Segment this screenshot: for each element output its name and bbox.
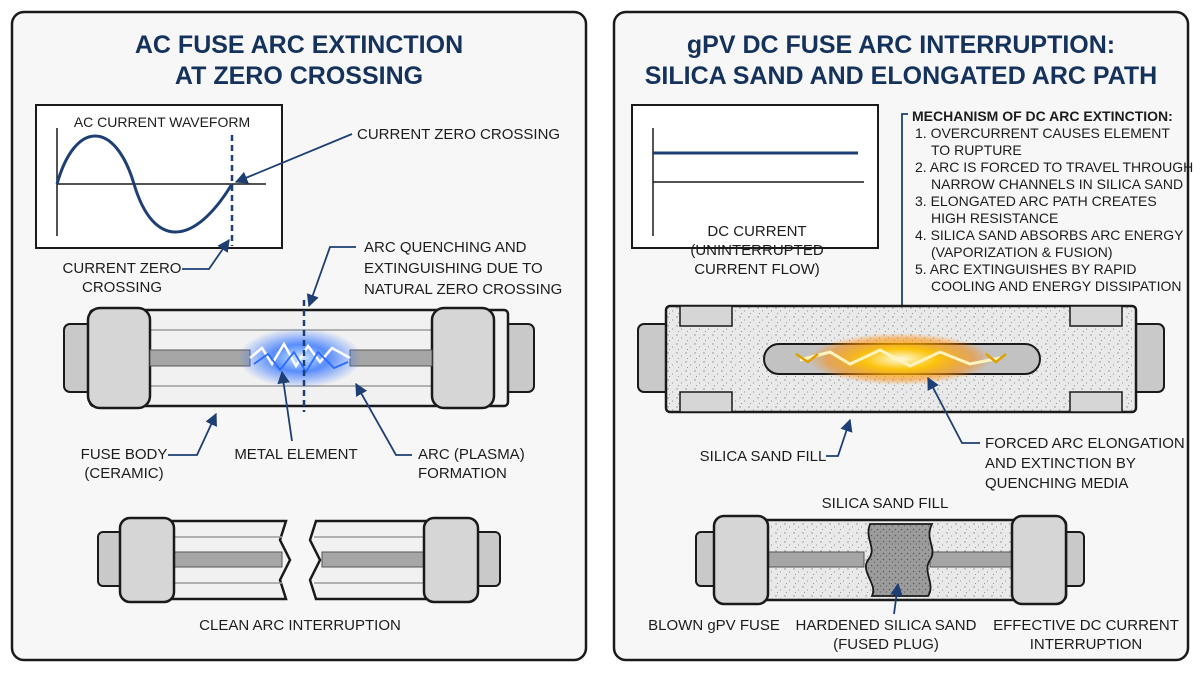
fuse-body-label-1: FUSE BODY xyxy=(81,446,168,463)
dc-label-3: CURRENT FLOW) xyxy=(694,261,820,278)
quench-label-1: ARC QUENCHING AND xyxy=(364,239,527,256)
metal-element-label: METAL ELEMENT xyxy=(234,446,357,463)
dc-label-1: DC CURRENT xyxy=(707,223,806,240)
left-title-line2: AT ZERO CROSSING xyxy=(175,62,423,90)
hardened-label-2: (FUSED PLUG) xyxy=(833,636,939,653)
ac-sine-wave xyxy=(55,134,234,234)
metal-element-right xyxy=(349,349,433,367)
mechanism-line: (VAPORIZATION & FUSION) xyxy=(931,244,1113,260)
ac-waveform-title: AC CURRENT WAVEFORM xyxy=(74,114,250,130)
arc-label-2: FORMATION xyxy=(418,465,507,482)
left-title-line1: AC FUSE ARC EXTINCTION xyxy=(135,31,463,59)
dc-fuse xyxy=(637,304,1165,414)
ac-arc-bolt-2 xyxy=(253,350,349,374)
mechanism-line: 4. SILICA SAND ABSORBS ARC ENERGY xyxy=(915,227,1184,243)
dc-waveform-graph xyxy=(631,104,879,249)
mechanism-line: NARROW CHANNELS IN SILICA SAND xyxy=(931,176,1183,192)
zero-crossing-leader-left xyxy=(182,238,230,270)
ac-fuse xyxy=(63,300,535,412)
forced-label-2: AND EXTINCTION BY xyxy=(985,455,1136,472)
forced-label-1: FORCED ARC ELONGATION xyxy=(985,435,1185,452)
zero-crossing-label-left-2: CROSSING xyxy=(82,279,162,296)
mechanism-line: HIGH RESISTANCE xyxy=(931,210,1058,226)
zero-crossing-label-right: CURRENT ZERO CROSSING xyxy=(357,126,560,143)
mechanism-line: 1. OVERCURRENT CAUSES ELEMENT xyxy=(915,125,1170,141)
right-title-line1: gPV DC FUSE ARC INTERRUPTION: xyxy=(687,31,1115,59)
right-title-line2: SILICA SAND AND ELONGATED ARC PATH xyxy=(645,62,1158,90)
blown-fuse-label: BLOWN gPV FUSE xyxy=(648,617,780,634)
sand-fill-leader xyxy=(826,418,853,457)
mechanism-title: MECHANISM OF DC ARC EXTINCTION: xyxy=(912,108,1173,124)
arc-label-1: ARC (PLASMA) xyxy=(418,446,525,463)
quench-leader xyxy=(306,246,356,308)
ac-arc-bolt xyxy=(249,341,351,369)
zero-crossing-label-left-1: CURRENT ZERO xyxy=(63,260,182,277)
mechanism-line: TO RUPTURE xyxy=(931,142,1022,158)
ac-fuse-cap-right xyxy=(430,306,496,410)
sand-fill-label: SILICA SAND FILL xyxy=(700,448,827,465)
ac-fuse-broken xyxy=(97,516,501,604)
mechanism-list: 1. OVERCURRENT CAUSES ELEMENT TO RUPTURE… xyxy=(915,125,1193,294)
forced-label-3: QUENCHING MEDIA xyxy=(985,475,1128,492)
arc-leader xyxy=(355,382,412,456)
dc-label-2: (UNINTERRUPTED xyxy=(690,242,823,259)
metal-element-left xyxy=(149,349,251,367)
effective-label-2: INTERRUPTION xyxy=(1030,636,1143,653)
hardened-label-1: HARDENED SILICA SAND xyxy=(796,617,977,634)
mechanism-line: 3. ELONGATED ARC PATH CREATES xyxy=(915,193,1157,209)
forced-leader xyxy=(927,376,980,444)
zero-crossing-leader-right xyxy=(234,133,353,184)
mechanism-leader xyxy=(895,113,909,344)
ac-fuse-cap-left xyxy=(86,306,152,410)
metal-element-leader xyxy=(277,370,293,442)
clean-interruption-label: CLEAN ARC INTERRUPTION xyxy=(199,617,401,634)
fused-plug xyxy=(865,523,934,597)
fuse-body-label-2: (CERAMIC) xyxy=(84,465,163,482)
hardened-leader xyxy=(890,582,903,615)
fuse-body-leader xyxy=(168,412,217,456)
dc-arc-core xyxy=(799,348,1001,368)
ac-waveform-graph: AC CURRENT WAVEFORM xyxy=(35,104,283,249)
quench-label-3: NATURAL ZERO CROSSING xyxy=(364,281,562,298)
effective-label-1: EFFECTIVE DC CURRENT xyxy=(993,617,1179,634)
mechanism-line: 5. ARC EXTINGUISHES BY RAPID xyxy=(915,261,1136,277)
quench-label-2: EXTINGUISHING DUE TO xyxy=(364,260,543,277)
mechanism-line: COOLING AND ENERGY DISSIPATION xyxy=(931,278,1182,294)
blown-gpv-fuse xyxy=(695,514,1085,606)
mechanism-line: 2. ARC IS FORCED TO TRAVEL THROUGH xyxy=(915,159,1193,175)
sand-fill-top-label: SILICA SAND FILL xyxy=(822,495,949,512)
